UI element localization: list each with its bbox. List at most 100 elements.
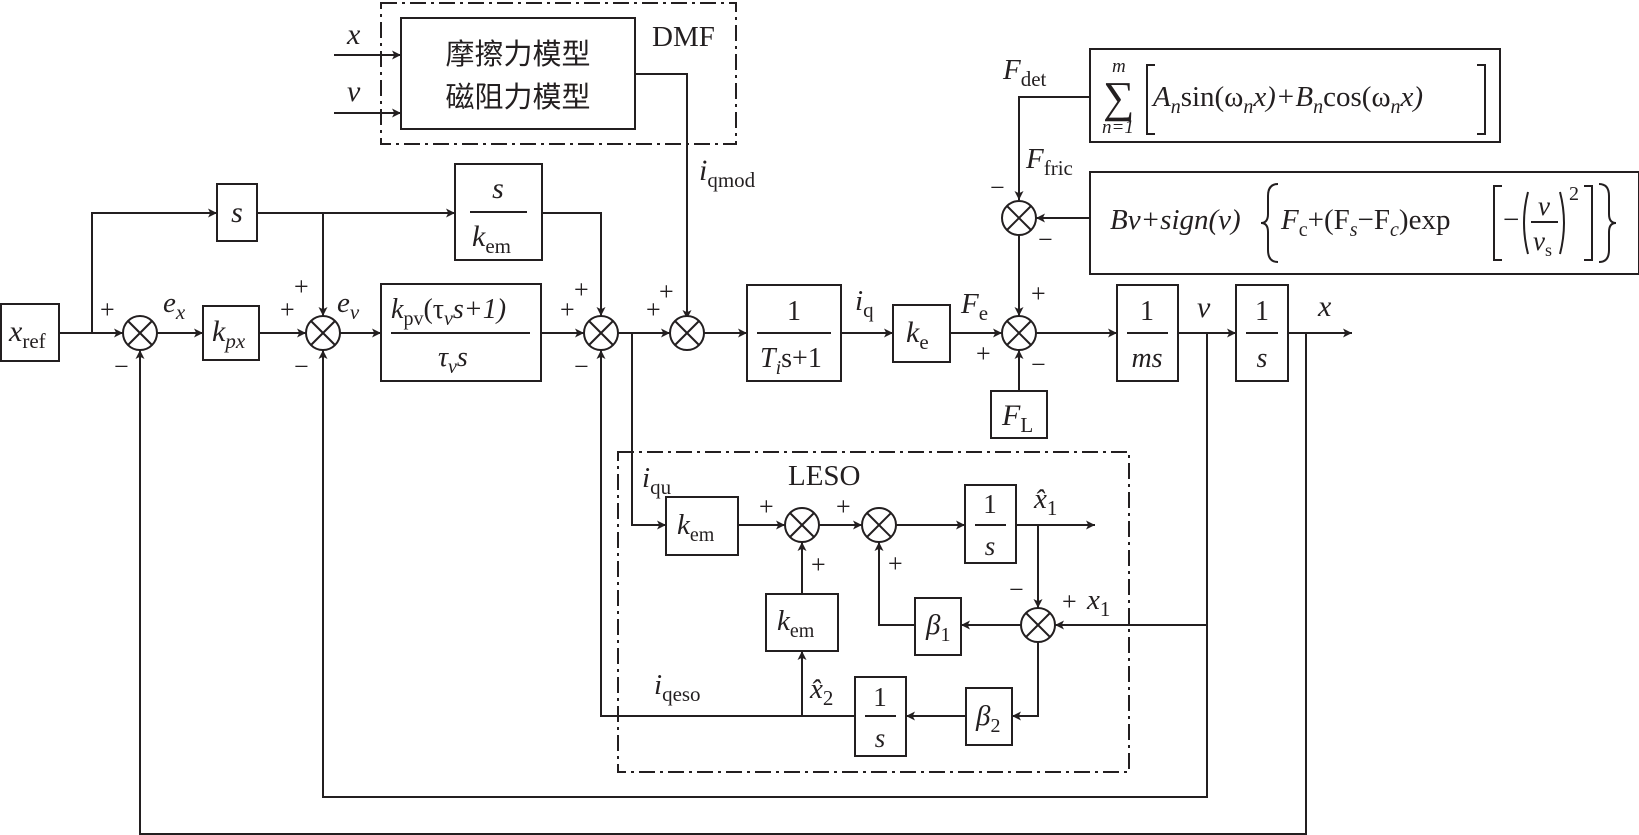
fric-minus: − <box>1503 204 1519 236</box>
sum2-plus-left: + <box>280 295 295 324</box>
fl-label: FL <box>1001 399 1033 437</box>
iqeso-label: iqeso <box>654 669 701 706</box>
sum5-minus: − <box>1031 350 1046 379</box>
fric-left-bracket <box>1493 185 1502 261</box>
xref-block <box>0 303 60 362</box>
xref-label: xref <box>8 315 46 353</box>
ff-num: s <box>492 172 504 205</box>
det-sum-top: m <box>1112 56 1126 77</box>
sum6-minus-top: − <box>990 173 1005 202</box>
sum-junction-current-ref <box>583 315 619 351</box>
leso-kem-feedback-block <box>765 593 839 652</box>
int2-den: s <box>875 723 886 753</box>
fric-formula-middle: Fc+(Fs−Fc)exp <box>1280 204 1450 241</box>
fric-left-paren <box>1523 191 1529 255</box>
plant-den: ms <box>1131 343 1162 374</box>
sum8-plus-bottom: + <box>888 549 903 578</box>
xref-to-s-block <box>91 208 217 333</box>
ke-label: ke <box>906 316 929 354</box>
dmf-input-v: v <box>347 75 361 108</box>
sum-junction-position <box>122 315 158 351</box>
fric-frac-num: v <box>1538 191 1550 221</box>
sum5-plus-left: + <box>976 339 991 368</box>
fdet-label: Fdet <box>1002 54 1047 91</box>
sum8-plus-left: + <box>836 492 851 521</box>
iqu-signal-line <box>631 333 666 530</box>
int2-num: 1 <box>873 682 887 712</box>
leso-sum-input <box>784 507 820 543</box>
sum3-plus-left: + <box>560 295 575 324</box>
ex-label: ex <box>163 287 186 324</box>
dmf-region <box>380 2 737 145</box>
iqu-label: iqu <box>642 462 672 499</box>
int1-num: 1 <box>983 489 997 519</box>
iqeso-feedback-line <box>596 350 855 717</box>
sum-junction-velocity <box>305 315 341 351</box>
leso-sum-correction <box>861 507 897 543</box>
beta2-label: β2 <box>975 700 1000 737</box>
ff-to-sum3 <box>542 212 606 316</box>
current-loop-den: Tis+1 <box>760 343 822 379</box>
sum4-plus-top: + <box>659 277 674 306</box>
x-output-label: x <box>1317 290 1332 323</box>
pos-int-den: s <box>1257 343 1268 374</box>
ev-label: ev <box>337 287 360 324</box>
beta1-to-sum8 <box>874 542 915 626</box>
sum6-minus-right: − <box>1038 225 1053 254</box>
iqmod-signal-line <box>635 73 692 319</box>
leso-region <box>617 451 1130 773</box>
fdet-signal-line <box>1014 96 1090 200</box>
sum3-plus-top: + <box>574 275 589 304</box>
current-loop-num: 1 <box>787 296 801 327</box>
int1-den: s <box>985 531 996 561</box>
sum5-plus-top: + <box>1031 279 1046 308</box>
sum9-plus-right: + <box>1062 587 1077 616</box>
fric-formula-prefix: Bv+sign(v) <box>1110 204 1241 236</box>
fric-exponent: 2 <box>1569 183 1579 205</box>
kem1-label: kem <box>677 509 715 546</box>
ff-den: kem <box>472 220 511 258</box>
fric-right-paren <box>1559 191 1565 255</box>
sum1-plus: + <box>100 295 115 324</box>
sum-junction-model-comp <box>669 315 705 351</box>
dmf-model-line1: 摩擦力模型 <box>445 37 590 71</box>
dmf-model-line2: 磁阻力模型 <box>445 80 590 114</box>
sum9-to-beta2 <box>1012 642 1039 721</box>
fric-right-brace <box>1598 183 1617 263</box>
pos-int-num: 1 <box>1255 296 1269 327</box>
beta1-block <box>914 597 962 656</box>
det-left-bracket <box>1146 64 1155 135</box>
x1hat-label: x̂1 <box>1033 483 1057 520</box>
leso-label: LESO <box>788 460 861 492</box>
fe-label: Fe <box>960 288 988 325</box>
fric-frac-den: vs <box>1533 226 1552 260</box>
position-feedback-line <box>135 333 1307 835</box>
pi-denominator: τvs <box>438 342 468 378</box>
leso-sum-error <box>1020 607 1056 643</box>
sum-junction-disturbance <box>1001 200 1037 236</box>
plant-num: 1 <box>1140 296 1154 327</box>
x2hat-label: x̂2 <box>809 673 833 710</box>
sum4-plus-left: + <box>646 295 661 324</box>
sum2-plus-top: + <box>294 272 309 301</box>
det-sum-symbol: ∑ <box>1103 73 1134 122</box>
ffric-label: Ffric <box>1025 143 1073 180</box>
pi-numerator: kpv(τvs+1) <box>391 294 506 330</box>
dmf-input-x: x <box>346 18 361 51</box>
kpx-block <box>202 305 260 361</box>
x1-label: x1 <box>1086 584 1110 621</box>
det-right-bracket <box>1477 64 1486 135</box>
ke-block <box>892 304 951 363</box>
sum3-minus: − <box>574 352 589 381</box>
kpx-label: kpx <box>212 315 246 353</box>
iqmod-label: iqmod <box>699 154 756 192</box>
det-formula-body: Ansin(ωnx)+Bncos(ωnx) <box>1151 81 1423 118</box>
detent-force-formula-box <box>1089 48 1501 143</box>
v-output-label: v <box>1197 291 1211 324</box>
kem2-label: kem <box>777 605 815 642</box>
iq-label: iq <box>855 285 874 322</box>
sum7-plus-left: + <box>759 492 774 521</box>
sum1-minus: − <box>114 352 129 381</box>
beta1-label: β1 <box>925 609 950 646</box>
